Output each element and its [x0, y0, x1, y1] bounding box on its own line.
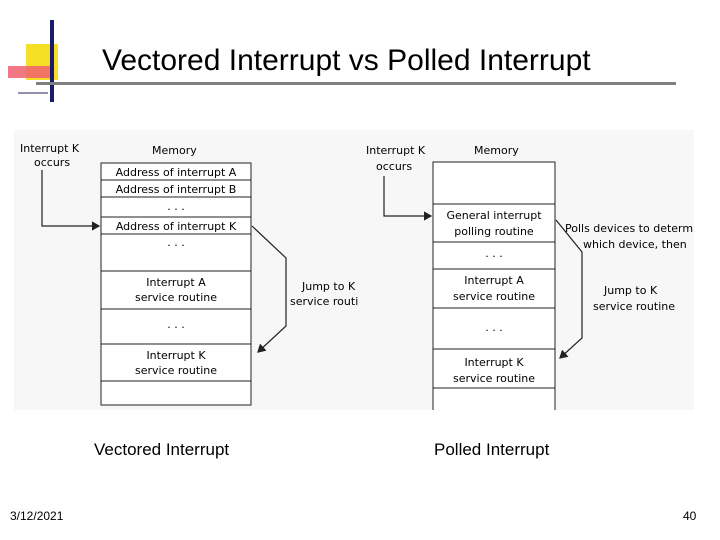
polled-memory-column [432, 161, 556, 410]
polled-poll-text-2: which device, then [583, 238, 687, 251]
vectored-ellipsis-2: . . . [167, 236, 184, 249]
vectored-diagram: Interrupt K occurs Memory Address of int… [14, 130, 374, 410]
polled-jump-text-2: service routine [593, 300, 675, 313]
polled-general-routine: General interrupt [446, 209, 542, 222]
vectored-jump-text-2: service routi [290, 295, 358, 308]
vectored-addr-b: Address of interrupt B [116, 183, 237, 196]
slide-title: Vectored Interrupt vs Polled Interrupt [102, 44, 591, 77]
polled-routine-k-2: service routine [453, 372, 535, 385]
polled-jump-text: Jump to K [603, 284, 658, 297]
vectored-memory-column [100, 162, 252, 406]
arrow-icon [555, 219, 583, 359]
polled-caption: Polled Interrupt [434, 440, 550, 459]
vectored-ellipsis-3: . . . [167, 318, 184, 331]
vectored-routine-a: Interrupt A [146, 276, 206, 289]
vectored-routine-a-2: service routine [135, 291, 217, 304]
corner-logo [8, 20, 58, 102]
vectored-jump-text: Jump to K [301, 280, 356, 293]
vectored-trigger-text-2: occurs [34, 156, 70, 169]
vectored-addr-k: Address of interrupt K [116, 220, 237, 233]
footer-date: 3/12/2021 [10, 509, 64, 523]
polled-memory-label: Memory [474, 144, 519, 157]
vectored-memory-label: Memory [152, 144, 197, 157]
vectored-caption: Vectored Interrupt [94, 440, 230, 459]
vectored-ellipsis-1: . . . [167, 200, 184, 213]
polled-ellipsis-2: . . . [485, 321, 502, 334]
vectored-addr-a: Address of interrupt A [116, 166, 237, 179]
polled-routine-k: Interrupt K [464, 356, 524, 369]
polled-routine-a: Interrupt A [464, 274, 524, 287]
vectored-trigger-text: Interrupt K [20, 142, 80, 155]
polled-general-routine-2: polling routine [454, 225, 534, 238]
polled-routine-a-2: service routine [453, 290, 535, 303]
title-divider [36, 82, 676, 85]
polled-ellipsis-1: . . . [485, 247, 502, 260]
polled-poll-text: Polls devices to determine [565, 222, 694, 235]
polled-trigger-text: Interrupt K [366, 144, 426, 157]
polled-diagram: Interrupt K occurs Memory General interr… [364, 130, 694, 410]
vectored-routine-k: Interrupt K [146, 349, 206, 362]
vectored-routine-k-2: service routine [135, 364, 217, 377]
arrow-icon [383, 176, 433, 221]
arrow-icon [41, 170, 101, 231]
arrow-icon [251, 225, 287, 353]
page-number: 40 [683, 509, 697, 523]
polled-trigger-text-2: occurs [376, 160, 412, 173]
